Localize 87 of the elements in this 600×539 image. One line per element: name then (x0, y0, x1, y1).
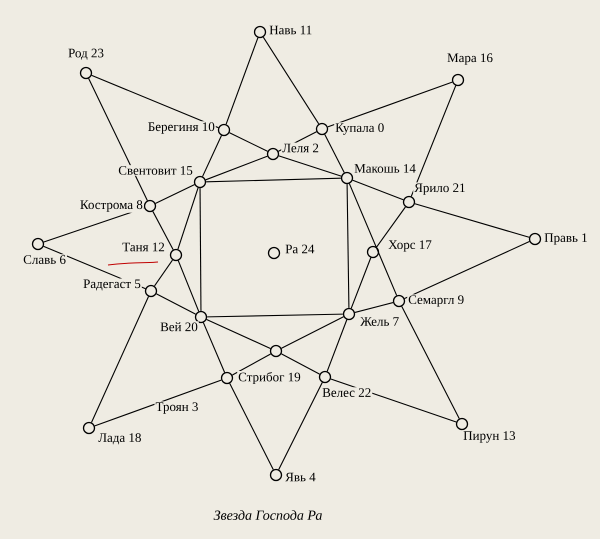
name-label: Макошь 14 (353, 163, 417, 174)
name-label: Пирун 13 (462, 430, 517, 444)
line (324, 134, 345, 173)
line (328, 82, 452, 128)
name-label: Хорс 17 (387, 239, 433, 253)
circle-marker (270, 468, 282, 482)
line (200, 188, 202, 311)
line (94, 380, 222, 426)
name-label: Ра 24 (284, 244, 316, 254)
circle-marker (528, 232, 542, 246)
circle-marker (316, 122, 328, 136)
line (229, 383, 274, 470)
line (376, 206, 406, 248)
line (348, 183, 398, 296)
line (155, 184, 195, 204)
circle-marker (194, 176, 206, 188)
line (206, 156, 268, 180)
circle-marker (144, 200, 156, 212)
line (352, 180, 404, 200)
line (410, 86, 456, 196)
name-label: Род 23 (67, 48, 105, 61)
name-label: Таня 12 (121, 242, 166, 252)
circle-marker (220, 372, 234, 384)
name-label: Свентовит 15 (117, 165, 194, 176)
line (278, 155, 342, 177)
name-label: Стрибог 19 (237, 370, 302, 386)
line (278, 382, 323, 470)
line (91, 74, 219, 128)
line (202, 322, 226, 373)
line (152, 211, 174, 250)
circle-marker (170, 248, 182, 262)
line (88, 78, 148, 201)
line (232, 353, 271, 376)
line (326, 320, 348, 372)
line (206, 319, 271, 349)
circle-marker (366, 246, 380, 258)
line (154, 260, 173, 286)
name-label: Купала 0 (334, 122, 386, 136)
circle-marker (144, 284, 158, 298)
name-label: Мара 16 (446, 52, 494, 66)
line (281, 316, 344, 349)
line (414, 203, 530, 238)
name-label: Ярило 21 (413, 182, 467, 196)
circle-marker (80, 66, 92, 80)
line (202, 135, 222, 177)
name-label: Радегаст 5 (82, 278, 142, 292)
line (281, 353, 320, 375)
line (262, 36, 320, 124)
line (350, 258, 372, 308)
name-label: Явь 4 (284, 472, 317, 482)
line (346, 184, 350, 308)
line (156, 293, 196, 315)
name-label: Лада 18 (97, 432, 142, 446)
line (178, 260, 200, 312)
circle-marker (254, 26, 266, 38)
circle-marker (268, 246, 280, 260)
circle-marker (456, 418, 468, 430)
circle-marker (32, 238, 44, 250)
line (177, 188, 199, 250)
circle-marker (340, 172, 354, 184)
circle-marker (342, 308, 356, 320)
line (44, 207, 144, 243)
line (226, 38, 258, 124)
name-label: Правь 1 (543, 232, 589, 246)
name-label: Вей 20 (159, 321, 199, 332)
circle-marker (266, 148, 280, 160)
line (207, 314, 343, 318)
circle-marker (270, 344, 282, 358)
circle-marker (402, 196, 416, 208)
circle-marker (218, 124, 230, 136)
name-label: Славь 6 (22, 254, 67, 265)
circle-marker (452, 74, 464, 86)
caption: Звезда Господа Ра (214, 510, 322, 520)
line (404, 241, 530, 299)
circle-marker (82, 422, 96, 434)
edge-label: Троян 3 (154, 401, 200, 415)
circle-marker (318, 370, 332, 384)
line (229, 132, 268, 152)
circle-marker (392, 294, 406, 308)
line (401, 306, 460, 419)
name-label: Велес 22 (321, 387, 372, 398)
line (91, 296, 149, 423)
name-label: Жель 7 (359, 316, 400, 327)
name-label: Навь 11 (268, 24, 314, 36)
line (206, 178, 341, 182)
line (354, 302, 394, 313)
circle-marker (194, 310, 208, 324)
